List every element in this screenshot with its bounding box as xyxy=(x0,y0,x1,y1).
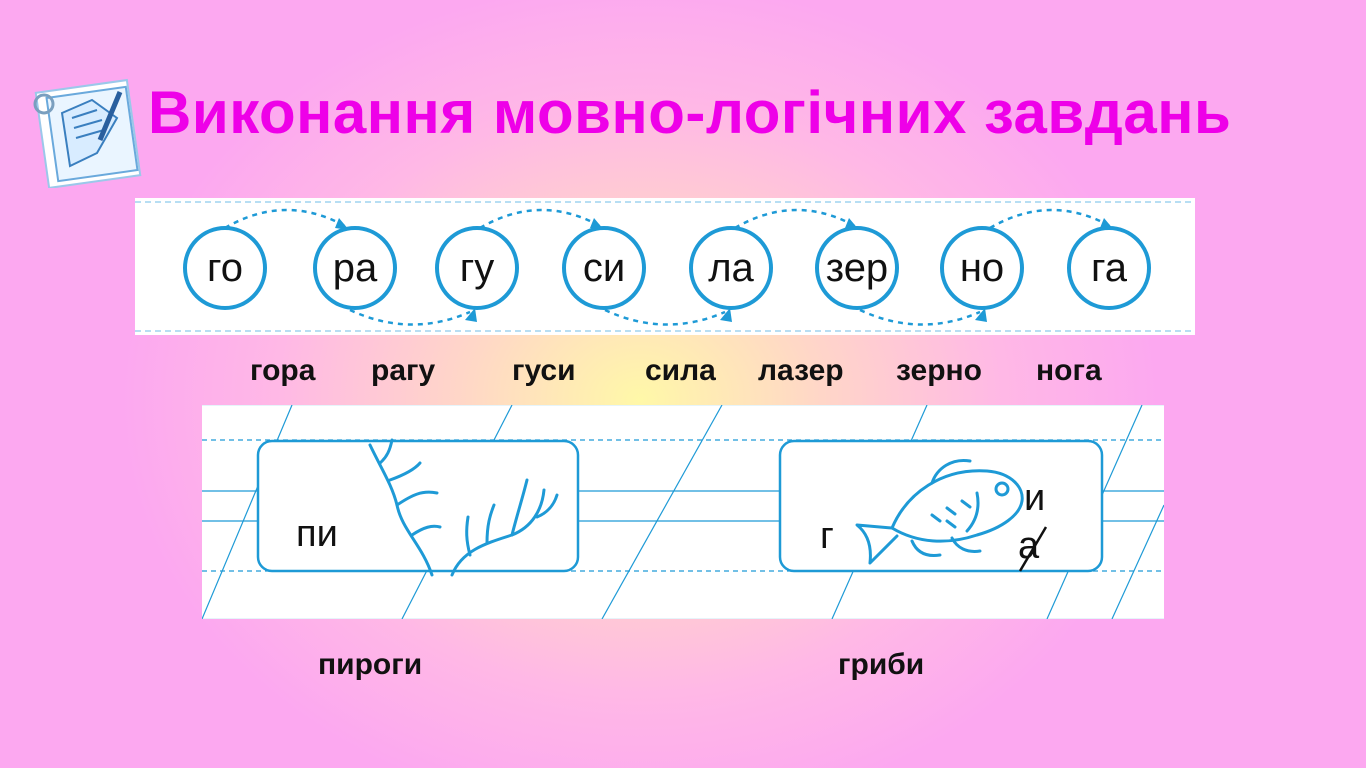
notebook-pencil-icon xyxy=(22,78,142,193)
syllable-ha: га xyxy=(1067,226,1151,310)
word-rahu: рагу xyxy=(371,354,436,387)
syllable-no: но xyxy=(940,226,1024,310)
word-zerno: зерно xyxy=(896,354,982,387)
rebus-panel: пи г и а xyxy=(202,405,1164,619)
word-lazer: лазер xyxy=(758,354,844,387)
syllable-hu: гу xyxy=(435,226,519,310)
page-title: Виконання мовно-логічних завдань xyxy=(148,79,1232,146)
word-syla: сила xyxy=(645,354,716,387)
puzzle1-prefix: пи xyxy=(296,513,338,555)
fish-icon xyxy=(855,458,1024,565)
syllable-chain-panel: го ра гу си ла зер но га xyxy=(135,198,1195,335)
syllable-la: ла xyxy=(689,226,773,310)
syllable-zer: зер xyxy=(815,226,899,310)
puzzle2-letter-add: и xyxy=(1024,477,1046,519)
word-husy: гуси xyxy=(512,354,576,387)
word-noha: нога xyxy=(1036,354,1102,387)
puzzle1-answer: пироги xyxy=(318,648,423,681)
word-hora: гора xyxy=(250,354,316,387)
syllable-go: го xyxy=(183,226,267,310)
puzzle2-prefix: г xyxy=(820,515,834,557)
strikethrough-icon xyxy=(1018,526,1048,572)
syllable-ra: ра xyxy=(313,226,397,310)
syllable-sy: си xyxy=(562,226,646,310)
puzzle2-answer: гриби xyxy=(838,648,925,681)
antlers-icon xyxy=(368,438,559,577)
puzzle2-letter-remove: а xyxy=(1018,525,1040,567)
